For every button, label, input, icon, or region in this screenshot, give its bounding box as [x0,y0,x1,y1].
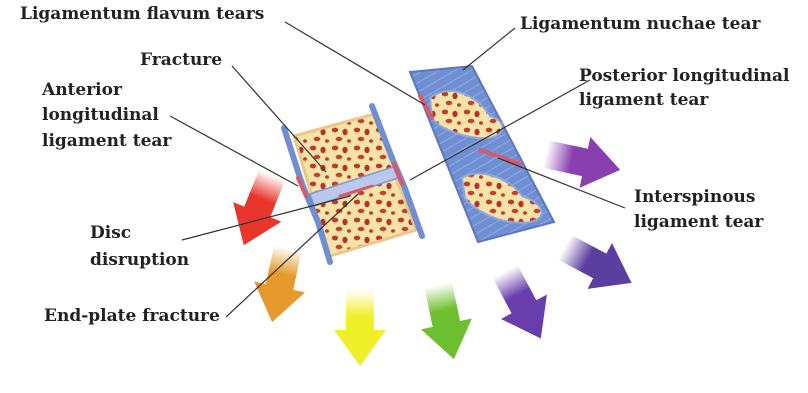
vertebral-column [284,106,422,262]
leader-fracture [232,66,326,172]
posterior-ligament-complex [410,66,554,242]
label-interspinous-line1: Interspinous [634,187,755,208]
label-end-plate-fracture: End-plate fracture [44,306,220,327]
force-arrow-green [413,279,480,364]
label-ligamentum-flavum-tears: Ligamentum flavum tears [20,4,264,25]
force-arrows [220,129,644,366]
label-ligamentum-nuchae-tear: Ligamentum nuchae tear [520,14,760,35]
label-anterior-line1: Anterior [42,80,122,101]
label-posterior-longitudinal-line1: Posterior longitudinal [579,66,789,87]
leader-ligamentum-flavum [285,22,425,105]
force-arrow-indigo [482,259,564,351]
label-disc-line2: disruption [90,250,189,271]
label-posterior-longitudinal-line2: ligament tear [579,90,708,111]
force-arrow-orange [247,242,314,327]
leader-ligamentum-nuchae [463,28,515,70]
label-interspinous-line2: ligament tear [634,212,763,233]
leader-anterior-longitudinal [170,116,298,186]
label-anterior-line3: ligament tear [42,131,171,152]
label-disc-line1: Disc [90,223,131,244]
label-anterior-line2: longitudinal [42,105,159,126]
force-arrow-violet [552,224,644,306]
force-arrow-purple [540,129,625,196]
label-fracture: Fracture [140,50,222,71]
force-arrow-yellow [334,290,386,366]
